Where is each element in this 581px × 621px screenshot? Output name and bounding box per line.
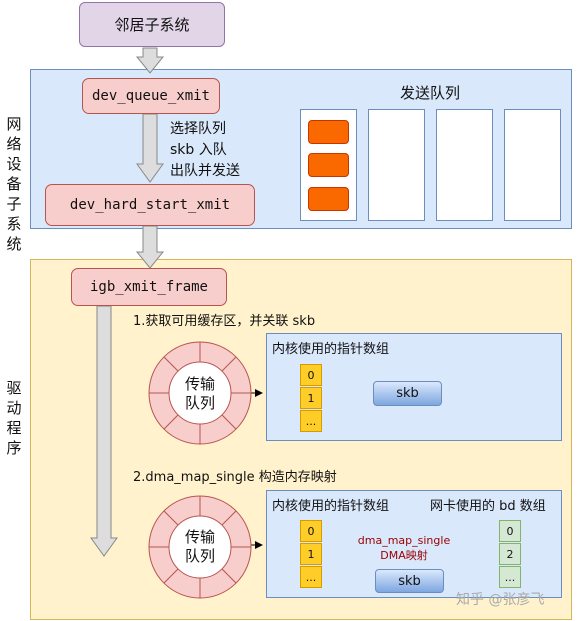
dev-hard-start-xmit-text: dev_hard_start_xmit [69, 197, 231, 213]
kernel-array-title-1: 内核使用的指针数组 [272, 342, 390, 357]
driver-label: 驱 动 程 序 [6, 379, 22, 457]
watermark: 知乎 @张彦飞 [456, 592, 545, 608]
igb-xmit-frame-text: igb_xmit_frame [89, 279, 208, 295]
block-arrow-igb-down [90, 305, 118, 557]
dev-hard-start-xmit-box: dev_hard_start_xmit [45, 184, 255, 226]
nic-array-title: 网卡使用的 bd 数组 [430, 499, 546, 514]
queued-packet-2 [308, 153, 349, 177]
skb-box-1: skb [373, 381, 442, 406]
neighbor-subsystem-text: 邻居子系统 [114, 16, 190, 34]
nic-cell-2: 2 [499, 543, 521, 565]
dev-queue-xmit-text: dev_queue_xmit [91, 88, 210, 104]
send-queue-2 [368, 109, 425, 221]
kernel-array-title-2: 内核使用的指针数组 [272, 499, 390, 514]
kernel-cell-1: 1 [300, 387, 322, 409]
block-arrow-hardstart-to-igb [135, 225, 165, 269]
step-skb-enqueue: skb 入队 [170, 142, 227, 158]
send-queue-title: 发送队列 [400, 84, 461, 102]
neighbor-subsystem-box: 邻居子系统 [79, 2, 225, 47]
kernel2-cell-1: 1 [300, 543, 322, 565]
enqueue-steps: 选择队列 skb 入队 出队并发送 [170, 119, 240, 182]
kernel2-cell-0: 0 [300, 520, 322, 542]
kernel2-cell-more: ... [300, 566, 322, 588]
kernel-cell-0: 0 [300, 364, 322, 386]
skb-box-2: skb [375, 569, 444, 593]
send-queue-4 [504, 109, 561, 221]
nic-cell-more: ... [499, 566, 521, 588]
queued-packet-3 [308, 187, 349, 211]
ring1-label: 传输 队列 [184, 375, 215, 412]
transmit-ring-2 [148, 495, 252, 599]
dev-queue-xmit-box: dev_queue_xmit [82, 78, 220, 114]
queued-packet-1 [308, 120, 349, 144]
igb-xmit-frame-box: igb_xmit_frame [71, 268, 227, 306]
step-select-queue: 选择队列 [170, 121, 226, 137]
kernel-cell-more: ... [300, 410, 322, 432]
send-queue-3 [436, 109, 493, 221]
network-device-subsystem-label: 网 络 设 备 子 系 统 [6, 115, 22, 253]
step2-label: 2.dma_map_single 构造内存映射 [133, 470, 337, 485]
transmit-ring-1 [148, 341, 252, 445]
block-arrow-neighbor-to-queue [135, 47, 165, 74]
ring2-label: 传输 队列 [184, 528, 215, 565]
nic-cell-0: 0 [499, 520, 521, 542]
block-arrow-queue-to-hardstart [136, 113, 164, 183]
dma-mapping-label: dma_map_single DMA映射 [357, 534, 451, 562]
step-dequeue-send: 出队并发送 [170, 163, 240, 179]
step1-label: 1.获取可用缓存区，并关联 skb [133, 314, 316, 329]
